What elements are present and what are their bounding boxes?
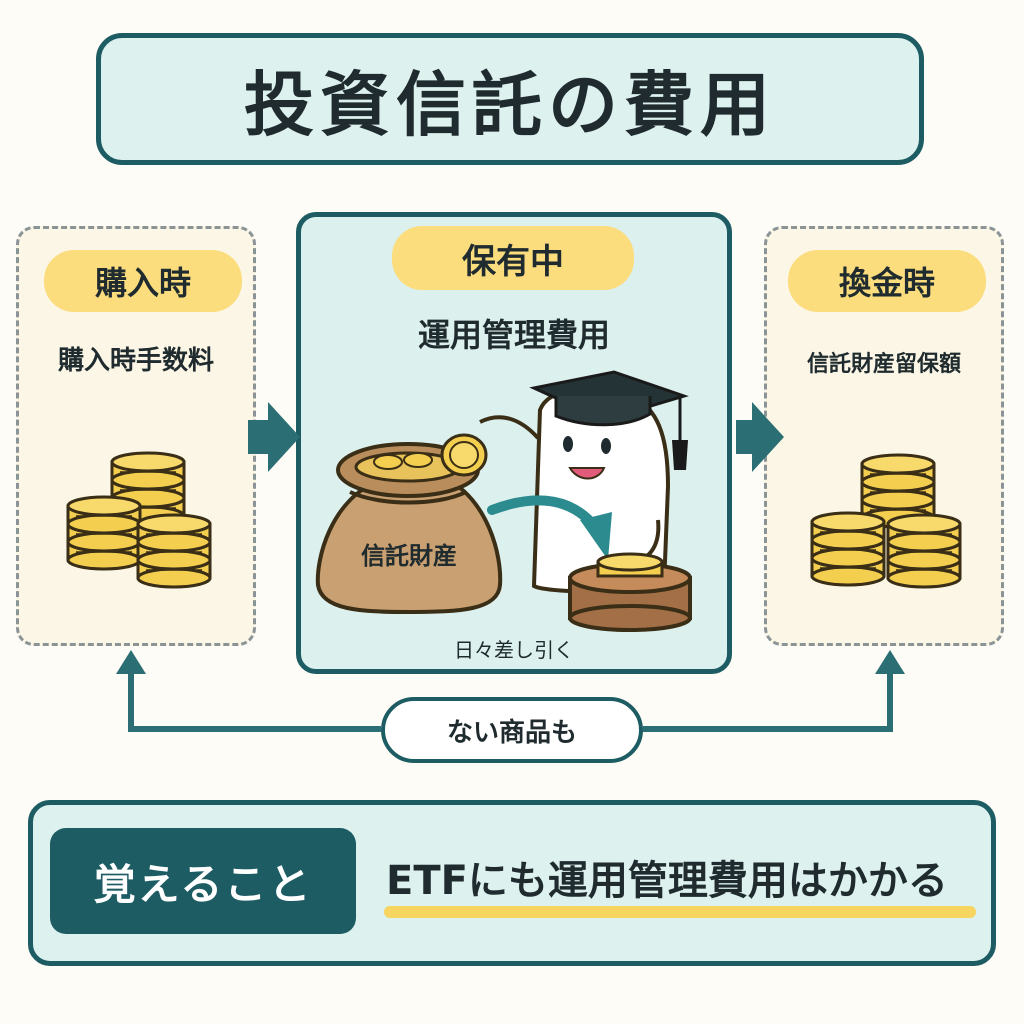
arrow-up-icon	[875, 650, 905, 674]
title-banner: 投資信託の費用	[96, 33, 924, 165]
redemption-heading: 換金時	[788, 250, 986, 312]
purchase-heading: 購入時	[44, 250, 242, 312]
redemption-fee-label: 信託財産留保額	[806, 352, 961, 377]
memo-highlight	[384, 906, 976, 918]
daily-deduction-note: 日々差し引く	[454, 638, 574, 662]
page-title: 投資信託の費用	[244, 63, 776, 146]
bag-label: 信託財産	[361, 542, 457, 570]
shared-note: ない商品も	[381, 697, 643, 763]
holding-heading: 保有中	[392, 226, 634, 290]
memo-label: 覚えること	[50, 828, 356, 934]
purchase-fee-label: 購入時手数料	[57, 346, 214, 376]
holding-fee-label: 運用管理費用	[417, 316, 610, 354]
memo-text: ETFにも運用管理費用はかかる	[386, 858, 948, 904]
arrow-up-icon	[116, 650, 146, 674]
